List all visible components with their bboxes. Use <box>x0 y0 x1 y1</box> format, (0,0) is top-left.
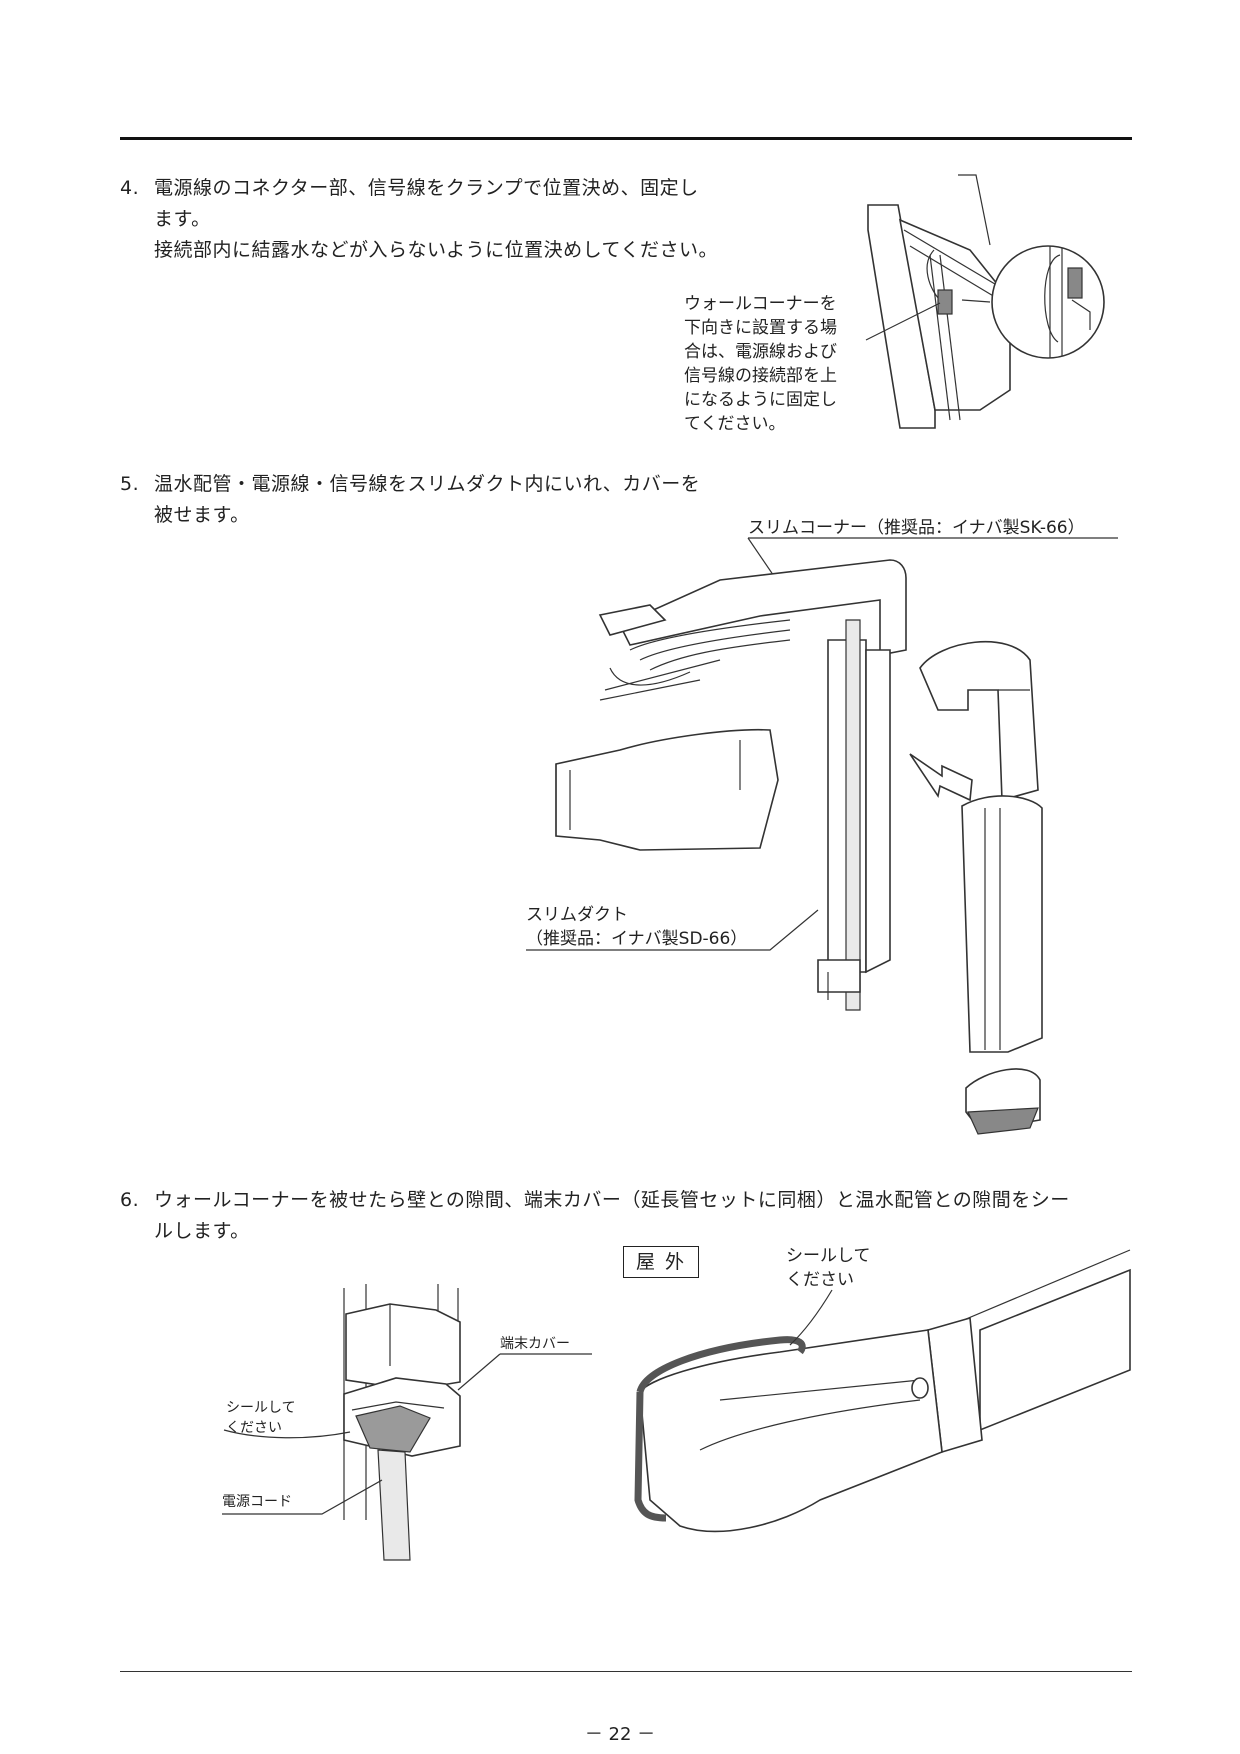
step-number: 5. <box>120 473 140 495</box>
step-6: 6. ウォールコーナーを被せたら壁との隙間、端末カバー（延長管セットに同梱）と温… <box>120 1185 1140 1247</box>
step-text: 電源線のコネクター部、信号線をクランプで位置決め、固定し ます。 接続部内に結露… <box>154 173 760 266</box>
note-line: になるように固定し <box>684 390 837 410</box>
label-line: スリムダクト <box>526 905 628 925</box>
footer-rule <box>120 1671 1132 1672</box>
step-text: 温水配管・電源線・信号線をスリムダクト内にいれ、カバーを 被せます。 <box>154 469 760 531</box>
note-line: 合は、電源線および <box>684 342 837 362</box>
slim-duct-illustration <box>526 537 1118 1135</box>
step-line: ます。 <box>154 208 211 230</box>
slim-corner-label: スリムコーナー（推奨品：イナバ製SK-66） <box>748 518 1085 538</box>
outdoor-corner-illustration <box>634 1249 1131 1533</box>
note-line: てください。 <box>684 414 786 434</box>
page-number: － 22 － <box>584 1724 656 1745</box>
step-line: 温水配管・電源線・信号線をスリムダクト内にいれ、カバーを <box>154 473 701 495</box>
label-line: シールして <box>786 1246 871 1266</box>
seal-label-right: シールして ください <box>786 1244 871 1292</box>
note-line: ウォールコーナーを <box>684 294 837 314</box>
step-line: 被せます。 <box>154 504 250 526</box>
step-line: ウォールコーナーを被せたら壁との隙間、端末カバー（延長管セットに同梱）と温水配管… <box>154 1189 1070 1211</box>
note-line: 信号線の接続部を上 <box>684 366 837 386</box>
step-4: 4. 電源線のコネクター部、信号線をクランプで位置決め、固定し ます。 接続部内… <box>120 173 760 266</box>
end-cover-illustration <box>222 1284 592 1561</box>
power-cord-label: 電源コード <box>222 1494 292 1510</box>
outdoor-box-label: 屋外 <box>623 1246 700 1278</box>
note-line: 下向きに設置する場 <box>684 318 837 338</box>
corrugated-tube <box>845 619 861 1011</box>
label-line: （推奨品：イナバ製SD-66） <box>526 929 748 949</box>
step-5: 5. 温水配管・電源線・信号線をスリムダクト内にいれ、カバーを 被せます。 <box>120 469 760 531</box>
label-line: ください <box>226 1420 282 1436</box>
slim-duct-label: スリムダクト （推奨品：イナバ製SD-66） <box>526 903 747 951</box>
end-cover-label: 端末カバー <box>500 1336 570 1352</box>
step-text: ウォールコーナーを被せたら壁との隙間、端末カバー（延長管セットに同梱）と温水配管… <box>154 1185 1140 1247</box>
wall-corner-illustration <box>865 174 1105 429</box>
fig1-note: ウォールコーナーを 下向きに設置する場 合は、電源線および 信号線の接続部を上 … <box>684 292 874 436</box>
seal-label-left: シールして ください <box>226 1398 296 1438</box>
step-number: 4. <box>120 177 140 199</box>
label-line: シールして <box>226 1400 296 1416</box>
step-line: ルします。 <box>154 1220 250 1242</box>
label-line: ください <box>786 1270 854 1290</box>
step-line: 電源線のコネクター部、信号線をクランプで位置決め、固定し <box>154 177 699 199</box>
step-number: 6. <box>120 1189 140 1211</box>
header-rule <box>120 137 1132 140</box>
step-line: 接続部内に結露水などが入らないように位置決めしてください。 <box>154 239 718 261</box>
